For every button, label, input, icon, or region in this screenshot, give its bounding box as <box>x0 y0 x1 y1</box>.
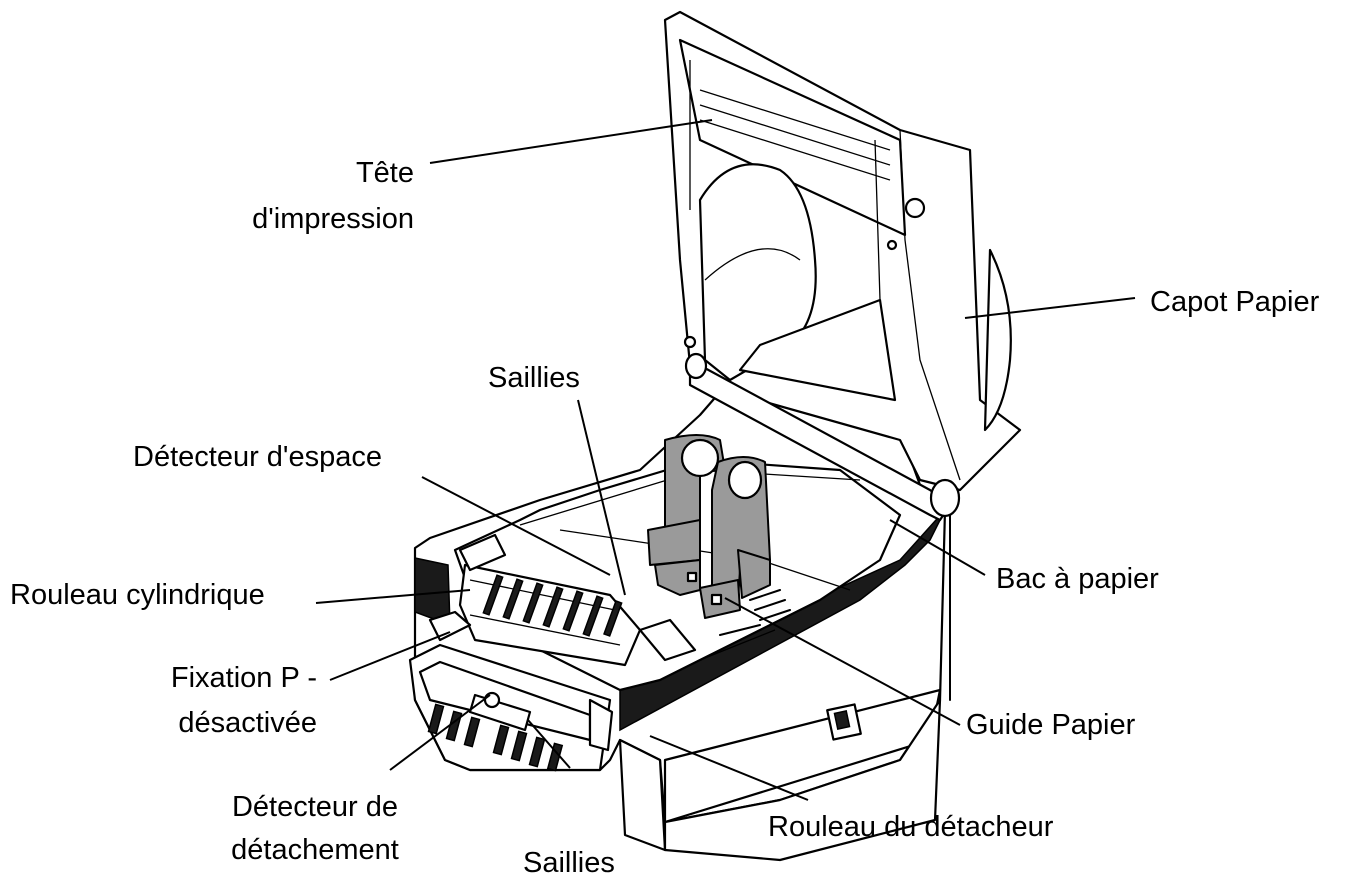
leader-tete <box>429 119 713 164</box>
label-detecteur-espace: Détecteur d'espace <box>133 441 382 473</box>
leader-saillies-top <box>577 399 626 596</box>
label-tete-line1: Tête <box>355 157 414 189</box>
label-detach-line1: Détecteur de <box>231 791 399 823</box>
label-saillies-top: Saillies <box>488 362 580 394</box>
label-fixation-p: Fixation P - désactivée <box>171 661 317 740</box>
label-tete-line2: d'impression <box>252 203 414 235</box>
label-fixation-line2: désactivée <box>178 707 317 739</box>
leader-saillies-bottom <box>527 719 571 769</box>
front-dark-strip <box>619 509 946 732</box>
leader-rouleau-detach <box>649 735 809 801</box>
leader-bac <box>889 519 986 576</box>
label-capot-papier: Capot Papier <box>1150 286 1320 318</box>
leader-detecteur-espace <box>421 476 611 576</box>
leader-lines <box>315 119 1136 801</box>
tear-bar-assembly <box>408 610 614 772</box>
leader-capot <box>964 297 1136 319</box>
label-bac-papier: Bac à papier <box>996 563 1159 595</box>
label-fixation-line1: Fixation P - <box>170 662 317 694</box>
leader-fixation <box>329 631 451 681</box>
label-saillies-bottom: Saillies <box>523 847 615 879</box>
label-rouleau-detacheur: Rouleau du détacheur <box>768 811 1054 843</box>
label-detach-line2: détachement <box>231 834 399 866</box>
label-detecteur-detachement: Détecteur de détachement <box>215 790 415 867</box>
paper-roll-holder <box>647 434 771 619</box>
platen-roller <box>458 533 697 667</box>
label-tete-impression: Tête d'impression <box>252 156 414 236</box>
leader-rouleau-cyl <box>315 589 471 604</box>
leader-guide <box>724 597 961 726</box>
label-guide-papier: Guide Papier <box>966 709 1136 741</box>
label-rouleau-cylindrique: Rouleau cylindrique <box>10 579 265 611</box>
paper-cover <box>663 10 1022 522</box>
leader-detecteur-detach <box>389 694 491 771</box>
